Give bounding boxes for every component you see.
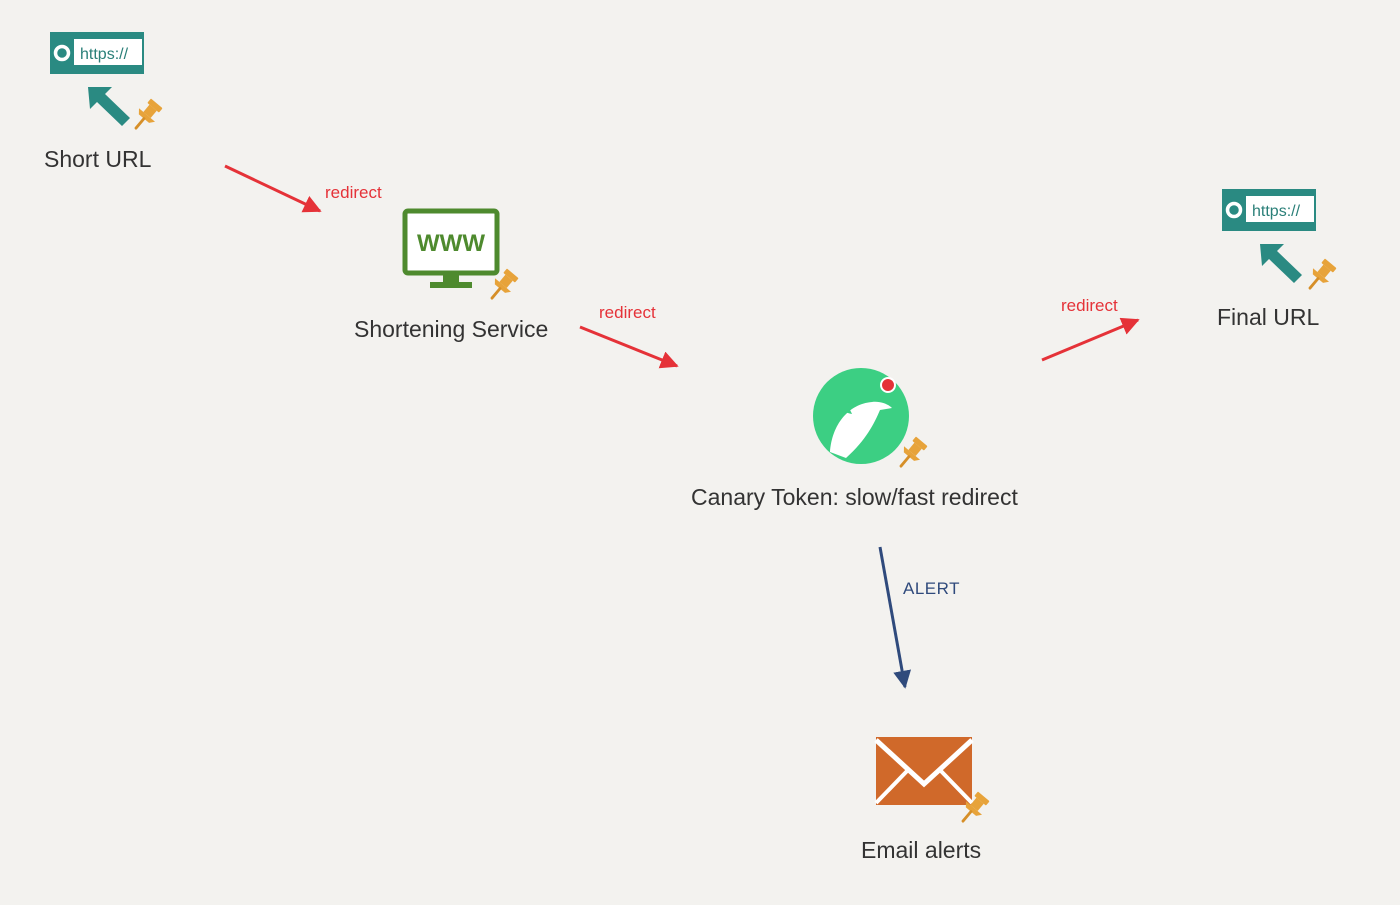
node-short-url[interactable]: https:// Short URL — [44, 32, 166, 172]
edge-canary-to-email[interactable]: ALERT — [878, 546, 960, 689]
short-url-url-text: https:// — [80, 46, 129, 63]
browser-url-cursor-icon: https:// — [1222, 189, 1316, 283]
redirect-arrow — [579, 325, 679, 369]
edge-label: redirect — [599, 303, 656, 322]
edge-canary-to-final[interactable]: redirect — [1041, 296, 1140, 362]
pushpin-icon — [128, 96, 166, 134]
shortening-service-label: Shortening Service — [354, 316, 548, 342]
edge-label: redirect — [325, 183, 382, 202]
alert-arrow — [878, 546, 912, 689]
final-url-label: Final URL — [1217, 304, 1319, 330]
node-email-alerts[interactable]: Email alerts — [861, 737, 993, 863]
email-alerts-label: Email alerts — [861, 837, 981, 863]
monitor-www-icon: WWW — [402, 208, 500, 288]
node-canary-token[interactable]: Canary Token: slow/fast redirect — [691, 368, 1018, 510]
short-url-label: Short URL — [44, 146, 152, 172]
redirect-arrow — [1041, 317, 1140, 362]
edge-short-to-service[interactable]: redirect — [224, 164, 382, 213]
monitor-screen-text: WWW — [417, 230, 485, 257]
redirect-arrow — [224, 164, 322, 213]
edge-label: ALERT — [903, 579, 960, 598]
pushpin-icon — [1302, 256, 1340, 294]
canary-token-label: Canary Token: slow/fast redirect — [691, 484, 1018, 510]
edge-label: redirect — [1061, 296, 1118, 315]
final-url-url-text: https:// — [1252, 203, 1301, 220]
node-final-url[interactable]: https:// Final URL — [1217, 189, 1340, 330]
edge-service-to-canary[interactable]: redirect — [579, 303, 679, 369]
canary-bird-icon — [813, 368, 909, 464]
node-shortening-service[interactable]: WWW Shortening Service — [354, 208, 548, 342]
envelope-icon — [874, 737, 974, 805]
browser-url-cursor-icon: https:// — [50, 32, 144, 126]
